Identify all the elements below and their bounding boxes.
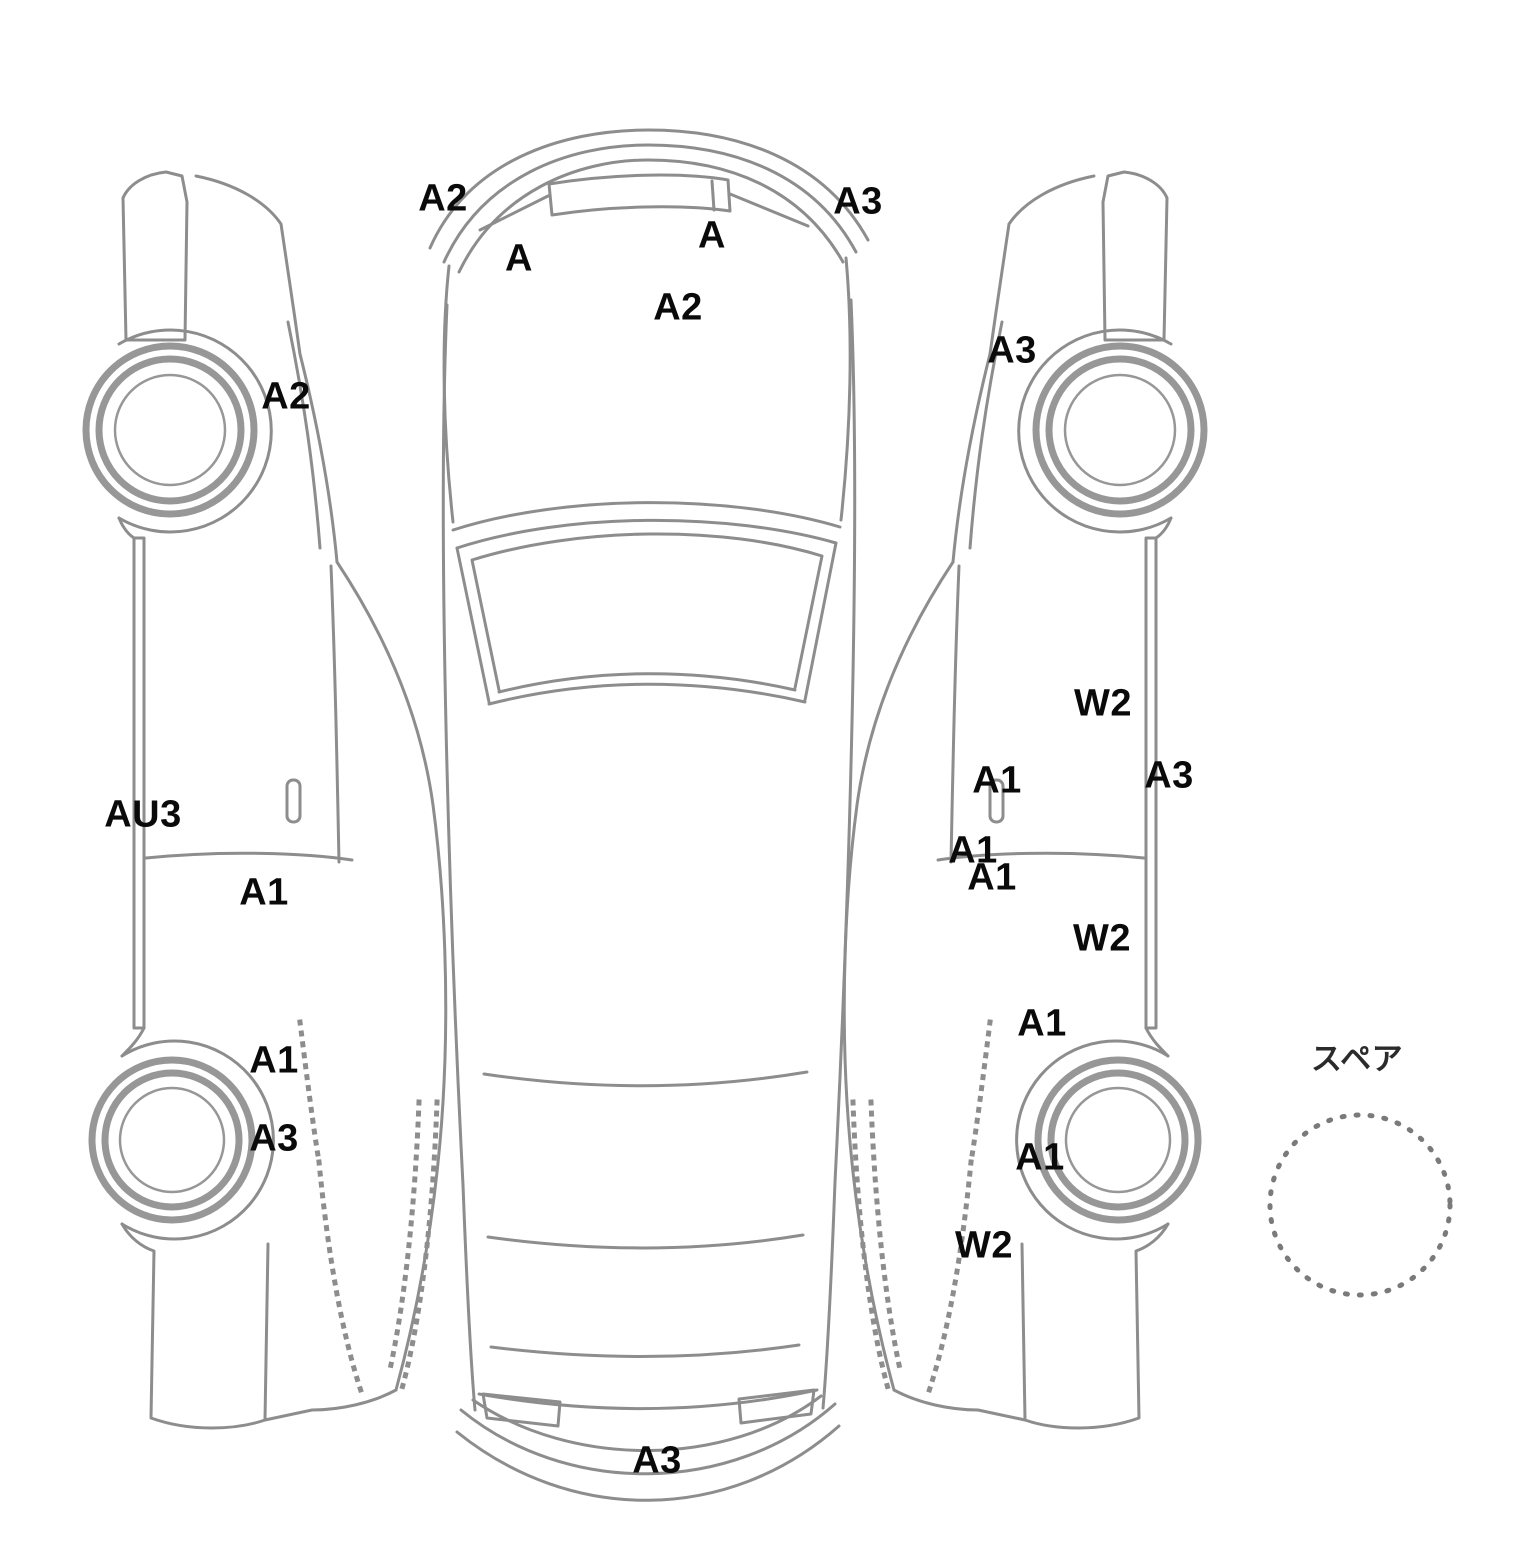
- hood-right-edge: [841, 258, 850, 520]
- rear-bumper-arcs: [457, 1396, 839, 1500]
- rear-bumper-panel: [122, 1224, 268, 1428]
- rear-tire-icon: [92, 1060, 252, 1220]
- front-bumper-outer: [430, 130, 868, 248]
- spare-tire-dotted-circle: [1270, 1115, 1450, 1295]
- front-bumper-panel: [123, 172, 187, 340]
- body-left-side: [443, 305, 475, 1410]
- roof-rear-line-3: [491, 1345, 799, 1357]
- front-bumper-inner: [459, 160, 843, 272]
- rocker-to-rear-arch: [122, 1028, 144, 1056]
- top-view: [430, 130, 868, 1500]
- roofline-curve: [337, 562, 446, 1390]
- right-side-view: [844, 172, 1204, 1428]
- tail-connector: [265, 1390, 396, 1420]
- front-lamp-band: [549, 175, 730, 215]
- cowl-lines: [453, 503, 840, 548]
- windshield-outline: [457, 543, 836, 704]
- front-wheel-arch: [119, 330, 271, 532]
- windshield-inner: [472, 534, 822, 692]
- rear-wheel-arch: [122, 1041, 273, 1239]
- rear-lamps: [483, 1390, 814, 1426]
- front-fender-pillar: [196, 176, 337, 562]
- roof-rear-line-2: [488, 1235, 803, 1248]
- headlight-corner-lines: [480, 194, 808, 230]
- front-tire-icon: [86, 346, 254, 514]
- front-bumper-mid: [444, 145, 856, 262]
- body-right-side: [823, 300, 855, 1408]
- trunk-edge: [479, 1390, 817, 1409]
- pillar-inner-line: [288, 322, 320, 548]
- left-side-view: [86, 172, 446, 1428]
- arch-to-rocker: [119, 518, 134, 538]
- door-handle-icon: [287, 780, 300, 822]
- roof-rear-line-1: [484, 1072, 807, 1086]
- spare-tire: [1270, 1115, 1450, 1295]
- door-divider: [331, 566, 339, 862]
- dotted-panel-lines: [300, 1022, 437, 1394]
- beltline: [146, 853, 352, 860]
- rocker-panel: [134, 538, 144, 1028]
